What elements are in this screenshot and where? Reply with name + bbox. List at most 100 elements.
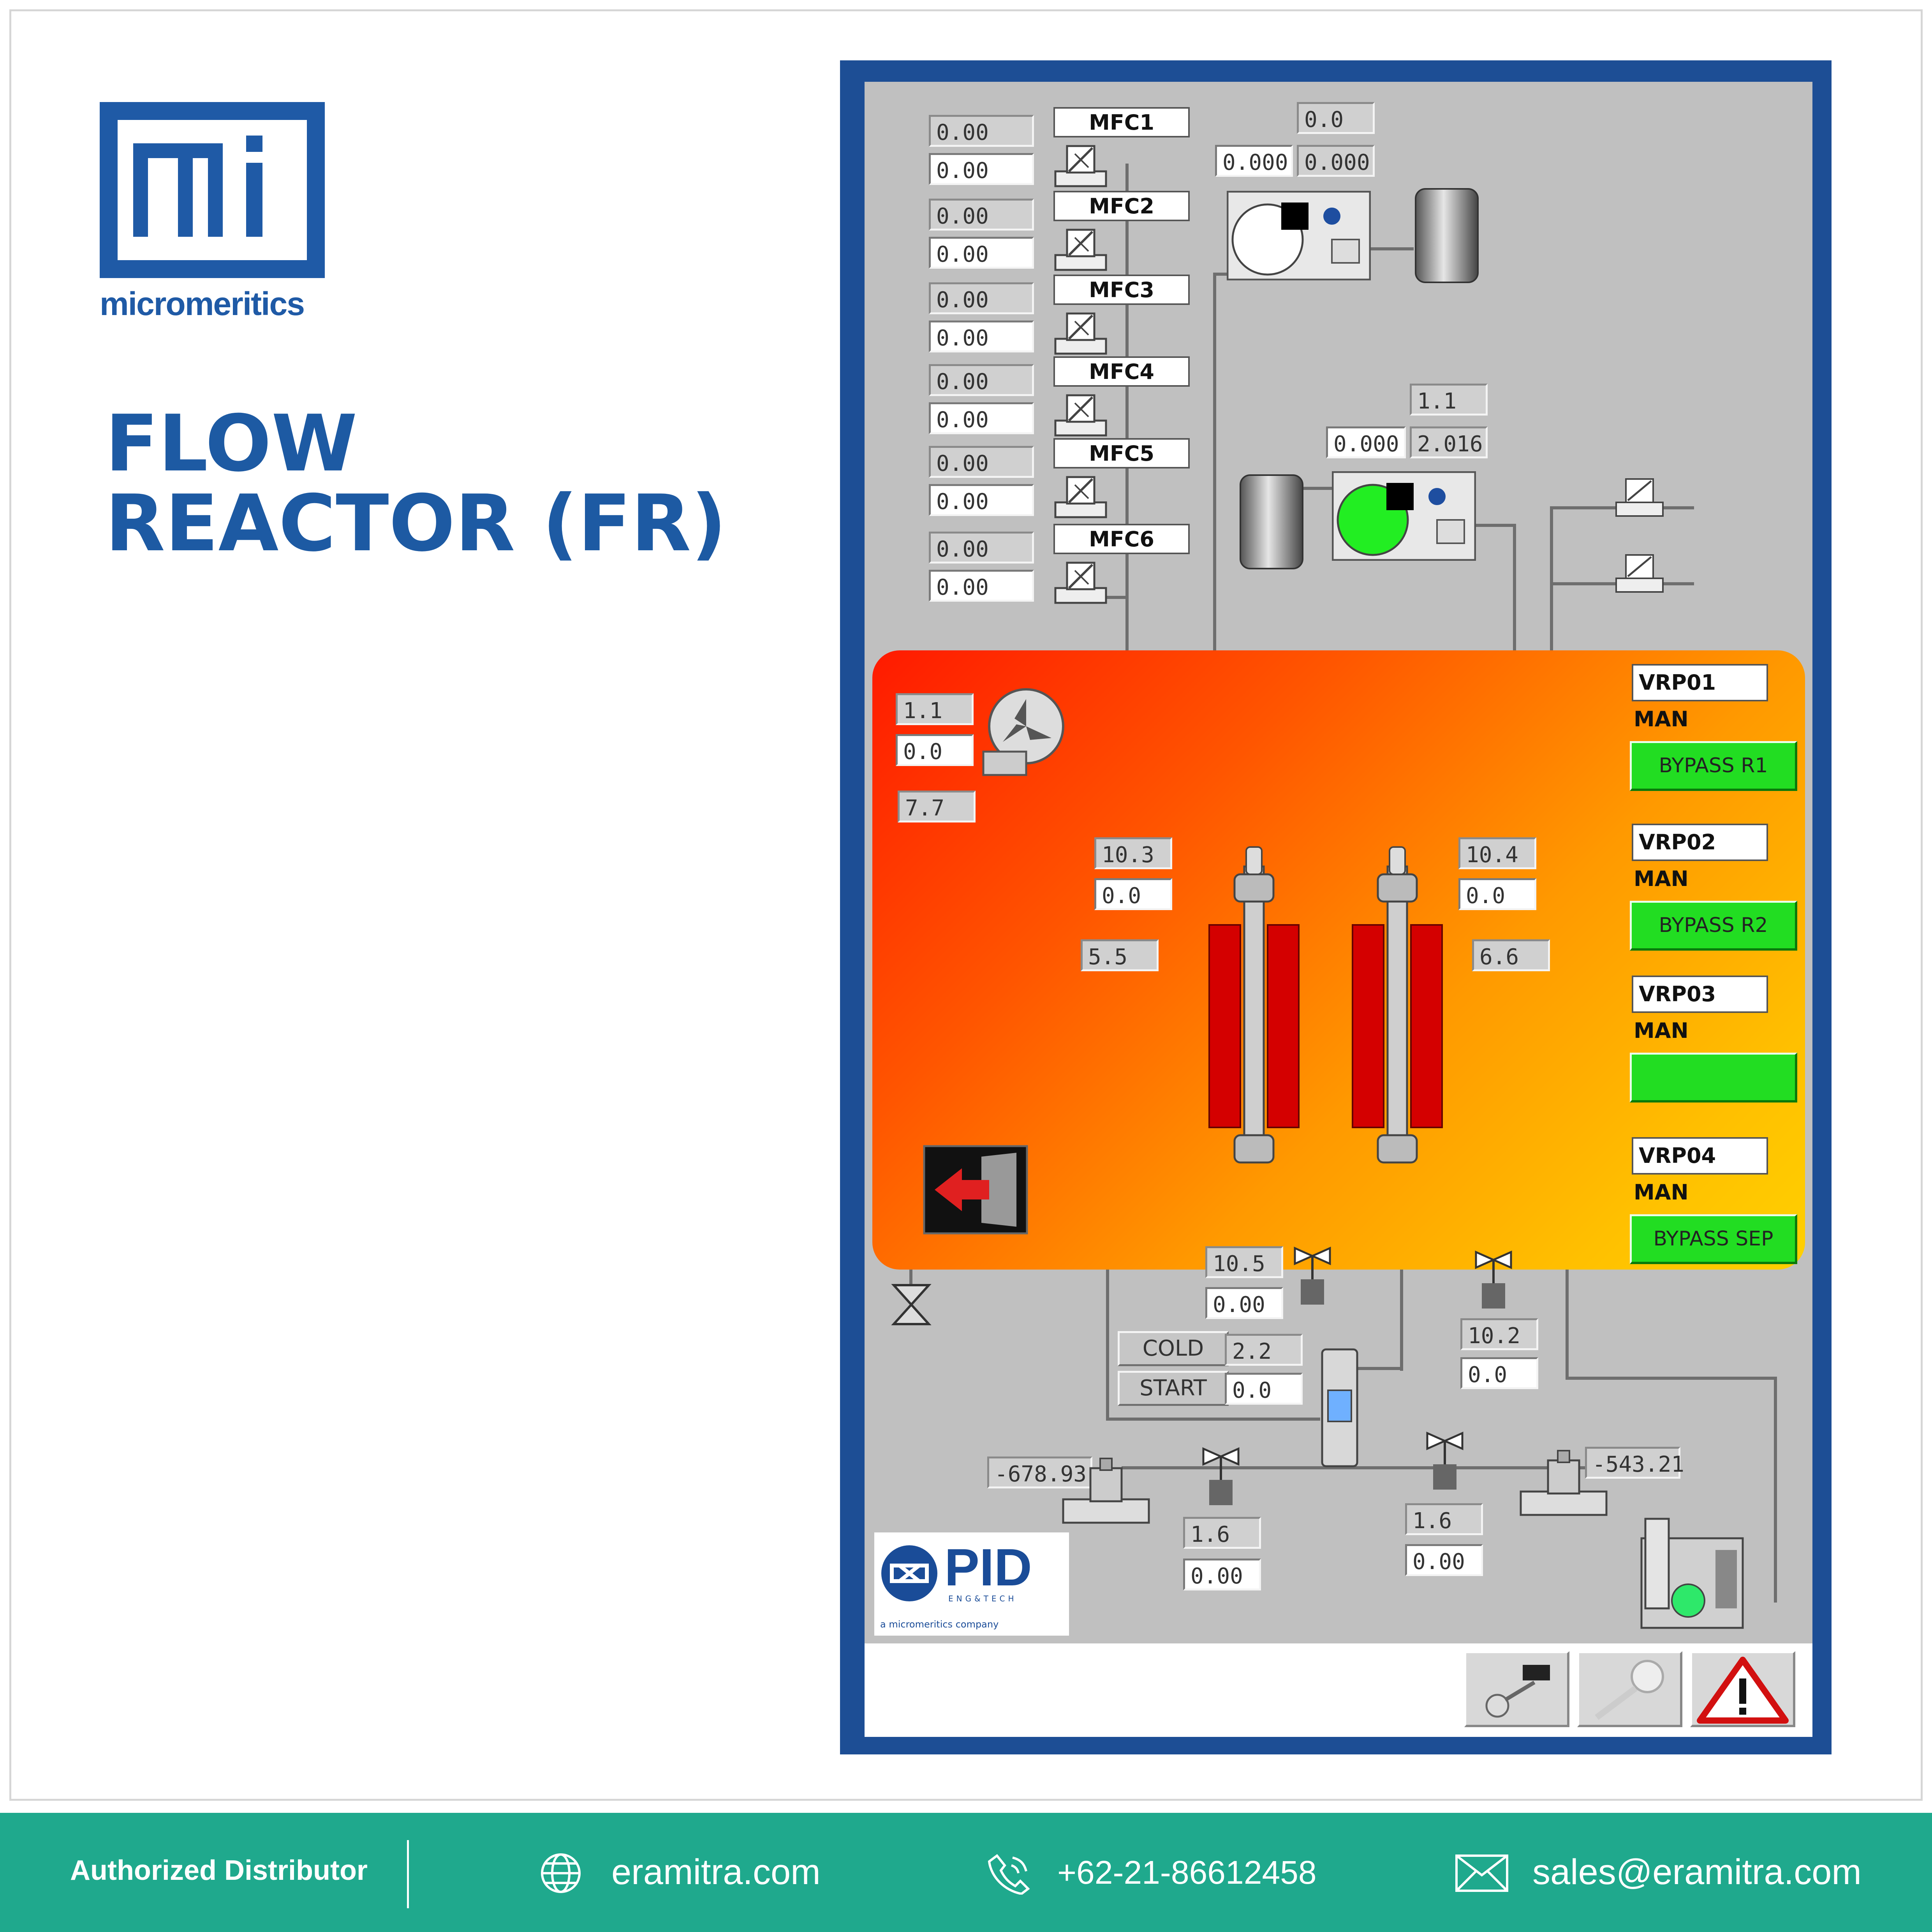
key-icon (1595, 1660, 1664, 1720)
valve2-set-field[interactable]: 0.00 (1405, 1544, 1483, 1576)
gas-chromatograph-icon[interactable] (1638, 1515, 1747, 1633)
email-icon (1455, 1854, 1509, 1894)
pump2-left-field[interactable]: 0.000 (1326, 426, 1406, 458)
control-valve-icon[interactable] (1293, 1244, 1332, 1308)
pressure-gauge-icon (1517, 1449, 1610, 1520)
pipe (1566, 1377, 1776, 1380)
pump2-top-field: 1.1 (1410, 384, 1488, 416)
start-button[interactable]: START (1118, 1371, 1229, 1406)
valve-bypass-button[interactable]: BYPASS R1 (1630, 741, 1797, 791)
valve1-set-field[interactable]: 0.00 (1183, 1559, 1261, 1590)
key-button[interactable] (1577, 1651, 1682, 1727)
footer-phone[interactable]: +62-21-86612458 (1057, 1854, 1317, 1891)
mfc-setpoint-field[interactable]: 0.00 (929, 321, 1034, 352)
mass-flow-controller-icon[interactable] (1051, 142, 1110, 190)
control-valve-icon[interactable] (1425, 1429, 1464, 1493)
mfc-label: MFC5 (1053, 438, 1190, 468)
pipe (1371, 247, 1414, 250)
mass-flow-controller-icon[interactable] (1051, 226, 1110, 274)
pump-running-icon[interactable] (1331, 471, 1476, 562)
pid-logo-sub: ENG&TECH (948, 1594, 1017, 1603)
mfc-setpoint-field[interactable]: 0.00 (929, 237, 1034, 269)
heater-read-field: 1.1 (896, 693, 974, 725)
footer-bar (0, 1813, 1932, 1932)
alarm-button[interactable] (1690, 1651, 1795, 1727)
pipe (1106, 596, 1127, 599)
phone-icon (987, 1852, 1030, 1896)
valve-bypass-button[interactable]: BYPASS R2 (1630, 901, 1797, 951)
reactor2-set-field[interactable]: 0.0 (1458, 878, 1536, 910)
logo-wordmark: micromeritics (100, 285, 305, 322)
solenoid-valve-icon[interactable] (1612, 551, 1667, 599)
warning-icon (1697, 1657, 1789, 1724)
valve-bypass-button[interactable] (1630, 1053, 1797, 1102)
mfc-read-field: 0.00 (929, 446, 1034, 478)
valve-mode-label: MAN (1634, 1018, 1689, 1043)
fan-icon[interactable] (979, 687, 1065, 782)
mass-flow-controller-icon[interactable] (1051, 391, 1110, 440)
mass-flow-controller-icon[interactable] (1051, 559, 1110, 607)
mfc-setpoint-field[interactable]: 0.00 (929, 402, 1034, 434)
reactor-tube-1-icon[interactable] (1207, 843, 1301, 1168)
pipe (1400, 1258, 1403, 1371)
control-valve-icon[interactable] (1201, 1445, 1240, 1509)
pipe (1125, 164, 1129, 654)
mfc-setpoint-field[interactable]: 0.00 (929, 570, 1034, 602)
valve-id-field: VRP04 (1632, 1137, 1768, 1175)
mfc-setpoint-field[interactable]: 0.00 (929, 484, 1034, 516)
reactor1-read-field: 10.3 (1094, 837, 1172, 869)
mfc-label: MFC6 (1053, 524, 1190, 554)
exit-icon[interactable] (923, 1145, 1028, 1236)
pump1-top-field: 0.0 (1297, 102, 1375, 134)
mfc-label: MFC4 (1053, 356, 1190, 387)
pipe (1566, 1258, 1569, 1379)
reactor-tube-2-icon[interactable] (1351, 843, 1444, 1168)
valve1-read-field: 1.6 (1183, 1517, 1261, 1549)
mfc-label: MFC3 (1053, 275, 1190, 305)
mass-flow-controller-icon[interactable] (1051, 310, 1110, 358)
pump-icon[interactable] (1226, 190, 1371, 282)
pid-logo-name: PID (944, 1538, 1032, 1597)
flow1-set-field[interactable]: 0.00 (1205, 1287, 1283, 1319)
manual-valve-icon[interactable] (890, 1281, 933, 1330)
pump1-left-field[interactable]: 0.000 (1215, 145, 1293, 177)
valve-bypass-button[interactable]: BYPASS SEP (1630, 1214, 1797, 1264)
pipe (1513, 524, 1516, 664)
pump2-right-field: 2.016 (1410, 426, 1488, 458)
valve-mode-label: MAN (1634, 866, 1689, 891)
mfc-read-field: 0.00 (929, 115, 1034, 147)
solenoid-valve-icon[interactable] (1612, 475, 1667, 523)
cold-read-field: 2.2 (1225, 1334, 1303, 1366)
pid-logo-icon (881, 1545, 937, 1601)
valve-mode-label: MAN (1634, 707, 1689, 731)
pipe (1774, 1377, 1777, 1603)
pid-logo-company: a micromeritics company (880, 1619, 999, 1630)
globe-icon (539, 1852, 582, 1896)
pipe (1213, 273, 1216, 662)
pipe (1106, 1418, 1320, 1421)
reactor1-set-field[interactable]: 0.0 (1094, 878, 1172, 910)
login-key-button[interactable] (1464, 1651, 1569, 1727)
heater-third-field: 7.7 (898, 791, 976, 822)
control-valve-icon[interactable] (1474, 1248, 1513, 1312)
pressure-gauge-icon (1059, 1456, 1153, 1528)
pipe (1106, 1266, 1109, 1420)
flow1-read-field: 10.5 (1205, 1246, 1283, 1278)
reactor2-read-field: 10.4 (1458, 837, 1536, 869)
pipe (1355, 1367, 1402, 1370)
gas-cylinder-icon (1414, 185, 1480, 288)
valve-mode-label: MAN (1634, 1180, 1689, 1205)
cold-button[interactable]: COLD (1118, 1331, 1229, 1366)
mass-flow-controller-icon[interactable] (1051, 473, 1110, 521)
footer-email-link[interactable]: sales@eramitra.com (1532, 1852, 1862, 1892)
mfc-read-field: 0.00 (929, 199, 1034, 231)
right-pressure-field: -543.21 (1585, 1447, 1684, 1479)
valve-id-field: VRP03 (1632, 976, 1768, 1013)
flow2-set-field[interactable]: 0.0 (1460, 1357, 1538, 1389)
cold-set-field[interactable]: 0.0 (1225, 1373, 1303, 1405)
pipe (1213, 273, 1229, 276)
footer-website-link[interactable]: eramitra.com (611, 1852, 821, 1892)
heater-set-field[interactable]: 0.0 (896, 734, 974, 766)
mfc-setpoint-field[interactable]: 0.00 (929, 153, 1034, 185)
valve-id-field: VRP02 (1632, 824, 1768, 861)
